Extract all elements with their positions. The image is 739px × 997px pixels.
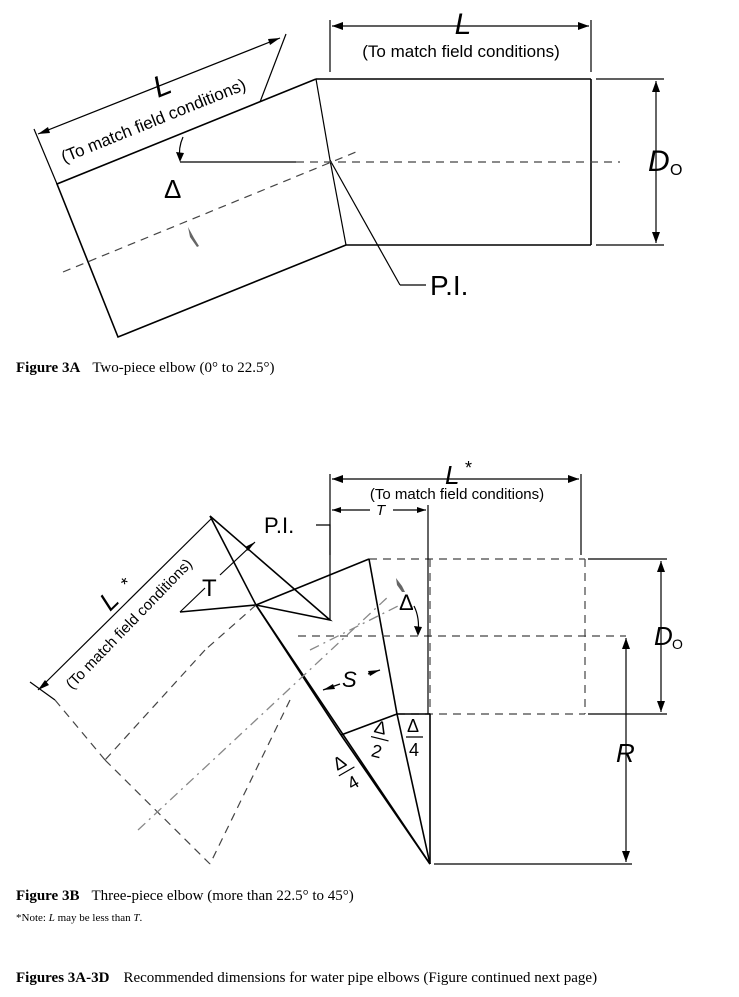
fig3b-straight-length-dimension: [329, 474, 582, 555]
figure-3b: L * (To match field conditions) T L * (T…: [16, 458, 683, 924]
fig3b-straight-length-note: (To match field conditions): [370, 486, 544, 503]
fig3b-straight-length-star: *: [465, 458, 472, 478]
fig3b-pi-label: P.I.: [264, 513, 294, 538]
fig3a-delta-arrowhead: [176, 152, 184, 162]
fig3a-diameter-dimension: [596, 78, 664, 246]
fig3b-smudge: [396, 578, 405, 592]
fig3b-tilted-length-star: *: [117, 574, 136, 593]
fig3b-t-top-symbol: T: [376, 502, 387, 519]
fig3b-s-symbol: S: [342, 667, 357, 692]
fig3b-delta-symbol: Δ: [399, 590, 414, 615]
fig3b-tilted-length-dimension: [29, 517, 213, 701]
fig3a-tilted-length-dimension: [33, 33, 287, 185]
fig3a-tilted-centerline: [62, 151, 357, 273]
svg-text:Δ: Δ: [407, 716, 419, 736]
fig3b-delta-arrowhead: [414, 626, 422, 636]
figure-3a: L (To match field conditions) L (To matc…: [16, 8, 682, 376]
fig3b-diameter-subscript: O: [672, 636, 683, 652]
fig3b-angle-quarter-right: Δ 4: [406, 716, 423, 760]
fig3b-straight-length-symbol: L: [445, 460, 459, 490]
fig3b-tilted-centerline: [137, 594, 391, 831]
fig3b-pi-leader: [316, 524, 331, 620]
fig3b-angle-quarter-left: Δ 4: [329, 751, 363, 794]
fig3b-angle-half: Δ 2: [369, 716, 389, 762]
fig3b-s-dimension: [322, 669, 381, 691]
fig3a-straight-length-note: (To match field conditions): [362, 42, 559, 61]
fig3b-tilted-length-symbol: L: [93, 585, 124, 617]
svg-text:4: 4: [344, 771, 363, 793]
fig3a-delta-symbol: Δ: [164, 174, 181, 204]
fig3b-t-top-dimension: [332, 505, 429, 714]
fig3b-middle-segment: [255, 558, 430, 736]
fig3b-radius-symbol: R: [616, 738, 635, 768]
fig3a-tilted-pipe: [55, 78, 347, 339]
fig3b-radial-lines: [255, 604, 431, 865]
svg-text:2: 2: [369, 740, 384, 762]
svg-text:4: 4: [409, 740, 419, 760]
fig3b-tilted-length-note: (To match field conditions): [63, 556, 196, 693]
fig3b-radius-dimension: [434, 638, 632, 865]
svg-text:Δ: Δ: [372, 716, 389, 738]
fig3a-smudge: [188, 227, 199, 247]
fig3a-miter-joint: [315, 78, 426, 286]
fig3a-straight-length-symbol: L: [455, 8, 472, 41]
fig3b-diameter-symbol: D: [654, 621, 673, 651]
fig3a-straight-length-dimension: [329, 20, 592, 72]
fig3a-tilted-length-symbol: L: [148, 68, 176, 105]
fig3b-t-tilted-symbol: T: [202, 575, 217, 602]
fig3b-t-tilted-dimension: [179, 541, 256, 613]
fig3a-diameter-symbol: D: [648, 145, 670, 178]
fig3a-pi-label: P.I.: [430, 270, 468, 301]
fig3b-diameter-dimension: [588, 558, 667, 715]
fig3b-note: *Note: L may be less than T.: [16, 912, 142, 924]
fig3a-diameter-subscript: O: [670, 162, 682, 179]
fig3b-middle-centerline: [309, 604, 401, 651]
